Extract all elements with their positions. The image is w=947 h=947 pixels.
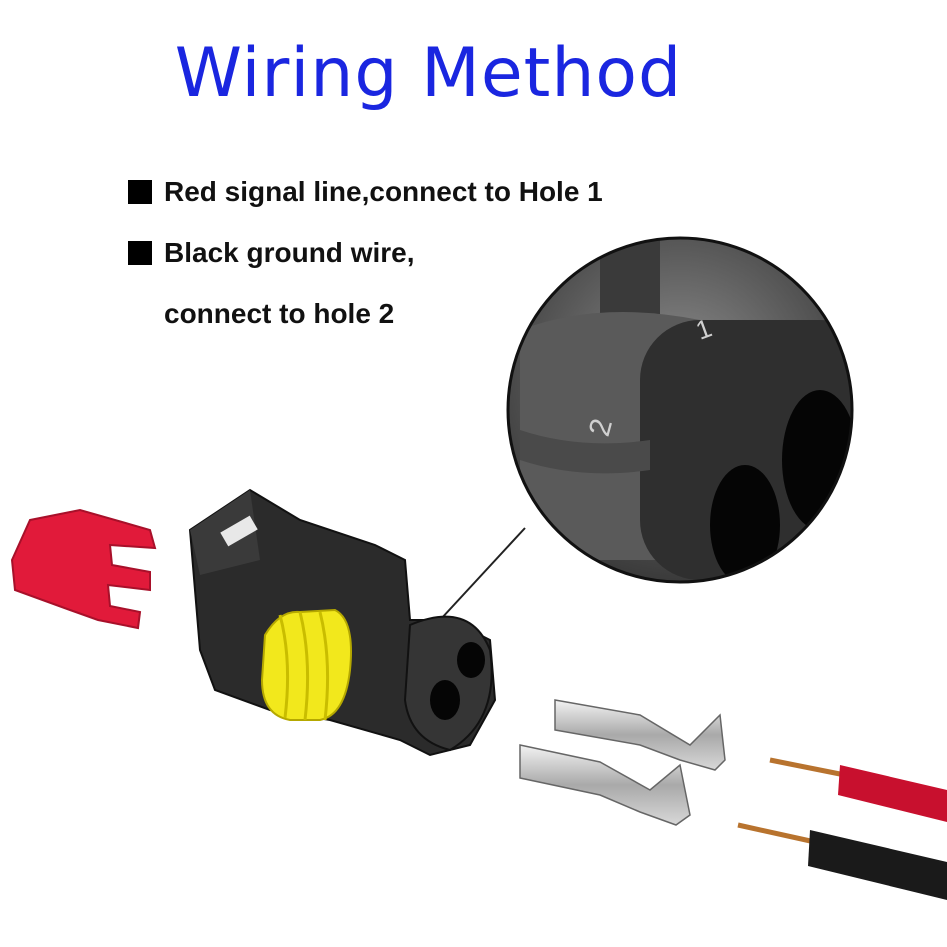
lock-clip <box>10 508 157 630</box>
square-bullet-icon <box>128 241 152 265</box>
instruction-red-wire: Red signal line,connect to Hole 1 <box>128 176 603 208</box>
red-wire <box>769 757 947 822</box>
instruction-text: Red signal line,connect to Hole 1 <box>164 176 603 207</box>
leader-line <box>439 527 526 621</box>
black-wire <box>737 822 947 900</box>
page-title: Wiring Method <box>174 34 683 113</box>
terminal-pin-1 <box>554 699 726 771</box>
instruction-black-wire: Black ground wire, <box>128 237 415 269</box>
magnified-view: 1 2 <box>506 236 854 584</box>
square-bullet-icon <box>128 180 152 204</box>
terminal-pin-2 <box>519 744 691 826</box>
instruction-text: Black ground wire, <box>164 237 415 268</box>
rubber-seal <box>260 608 352 721</box>
instruction-continuation: connect to hole 2 <box>164 298 395 329</box>
